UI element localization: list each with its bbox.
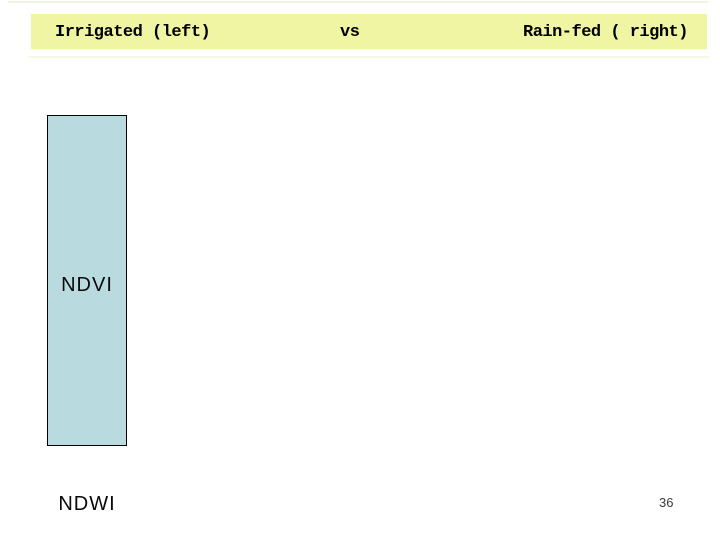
- index-legend-panel: NDVI NDWI: [47, 115, 127, 515]
- header-right-label: Rain-fed ( right): [523, 23, 688, 42]
- ndwi-label: NDWI: [58, 493, 116, 515]
- header-bar: Irrigated (left) vs Rain-fed ( right): [31, 14, 707, 49]
- page-number: 36: [659, 495, 674, 510]
- header-vs-label: vs: [340, 23, 360, 42]
- header-left-label: Irrigated (left): [55, 23, 211, 42]
- ndvi-label: NDVI: [61, 274, 113, 296]
- under-bar-hairline-divider: [28, 56, 709, 58]
- top-hairline-divider: [8, 1, 708, 3]
